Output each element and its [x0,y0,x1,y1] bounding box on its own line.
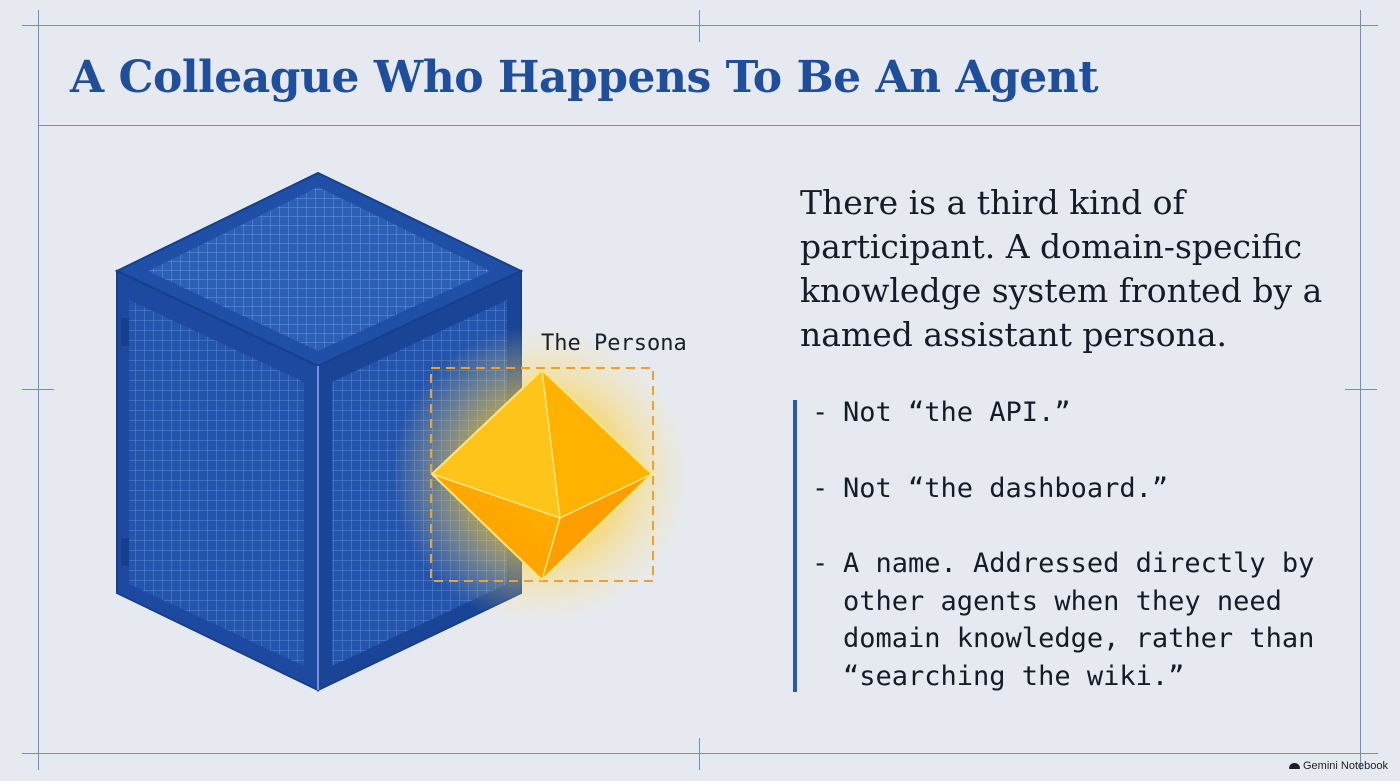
frame-line-right [1360,10,1361,770]
bullet-item: Not “the API.” [812,394,1352,432]
persona-gem-icon [430,369,654,582]
frame-tick-bottom-center [699,738,700,770]
gemini-notebook-icon [1289,763,1300,769]
bullet-item: A name. Addressed directly by other agen… [812,545,1352,695]
bullet-accent-bar [793,400,797,692]
frame-line-under-title [38,125,1360,126]
frame-tick-left-middle [22,389,54,390]
slide-title: A Colleague Who Happens To Be An Agent [70,52,1099,103]
frame-line-left [38,10,39,770]
intro-paragraph: There is a third kind of participant. A … [800,183,1323,354]
frame-line-bottom [22,753,1378,754]
bullet-list: Not “the API.” Not “the dashboard.” A na… [812,394,1352,733]
bullet-item: Not “the dashboard.” [812,470,1352,508]
brand-label: Gemini Notebook [1303,760,1388,772]
persona-label: The Persona [541,331,687,356]
frame-tick-top-center [699,10,700,42]
frame-tick-right-middle [1345,389,1377,390]
frame-line-top [22,25,1378,26]
brand-watermark: Gemini Notebook [1289,760,1388,772]
